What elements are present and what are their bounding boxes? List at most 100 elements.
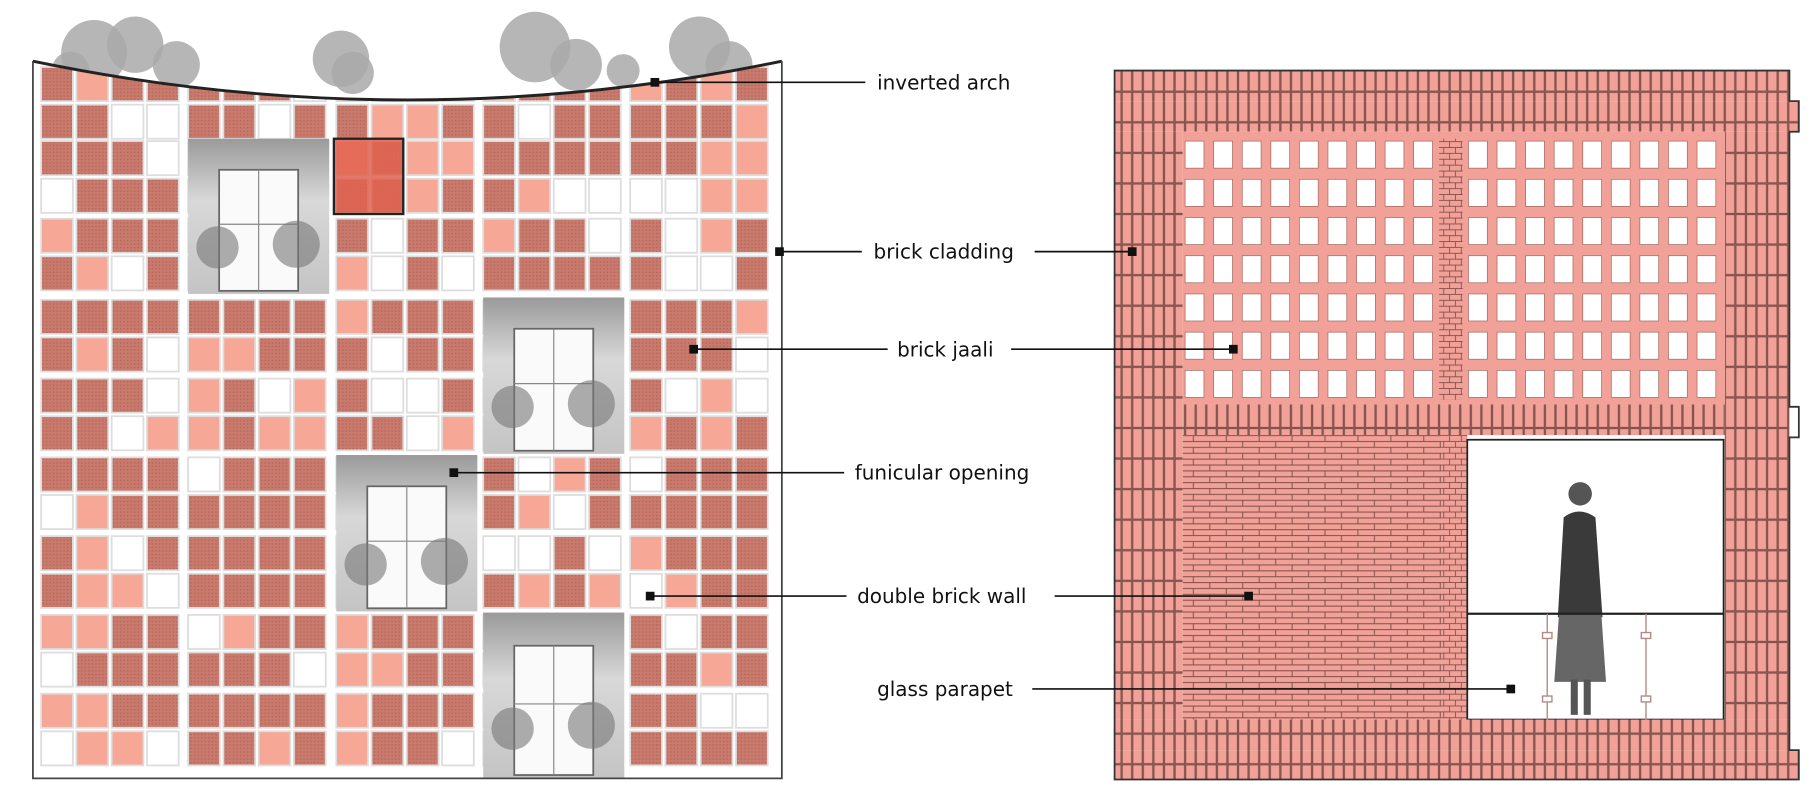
facade-panel — [552, 177, 587, 214]
jaali-opening — [1241, 255, 1262, 284]
jaali-opening — [1270, 370, 1290, 398]
facade-panel — [517, 177, 552, 214]
facade-panel — [370, 66, 405, 103]
facade-panel — [664, 336, 699, 373]
jaali-opening — [1468, 293, 1488, 322]
facade-panel — [735, 494, 769, 530]
facade-panel — [257, 572, 292, 609]
facade-panel — [110, 217, 145, 254]
right-wall-elevation — [1113, 69, 1800, 781]
facade-panel — [187, 336, 221, 373]
facade-panel — [699, 730, 734, 767]
facade-outline — [32, 61, 783, 780]
facade-panel — [405, 692, 440, 729]
facade-panel — [629, 377, 663, 414]
facade-panel — [735, 336, 769, 373]
jaali-opening — [1299, 293, 1319, 322]
jaali-opening — [1696, 178, 1717, 207]
facade-panel — [588, 494, 622, 530]
facade-panel — [405, 66, 440, 103]
jaali-opening — [1327, 217, 1348, 245]
facade-panel — [664, 572, 699, 609]
jaali-opening — [1184, 293, 1205, 322]
facade-panel — [664, 217, 699, 254]
facade-panel — [110, 415, 145, 452]
facade-panel — [40, 456, 74, 493]
jaali-opening — [1696, 331, 1717, 360]
facade-panel — [110, 730, 145, 767]
facade-panel — [441, 377, 475, 414]
tree-canopy — [491, 385, 534, 429]
facade-panel — [335, 730, 369, 767]
jaali-opening — [1299, 331, 1319, 360]
facade-panel — [110, 377, 145, 414]
jaali-opening — [1582, 370, 1602, 398]
facade-panel — [293, 535, 327, 572]
jaali-opening — [1241, 370, 1262, 398]
facade-panel — [735, 217, 769, 254]
facade-panel — [293, 456, 327, 493]
facade-panel — [335, 377, 369, 414]
facade-panel — [40, 140, 74, 177]
jaali-opening — [1413, 140, 1433, 169]
jaali-opening — [1582, 217, 1602, 245]
jaali-opening — [1270, 140, 1290, 169]
facade-panel — [222, 494, 257, 530]
facade-panel — [110, 614, 145, 650]
jaali-opening — [1213, 140, 1233, 169]
facade-panel — [664, 255, 699, 292]
facade-panel — [699, 415, 734, 452]
tree-canopy — [106, 16, 164, 73]
highlighted-panel — [332, 137, 405, 216]
jaali-opening — [1241, 178, 1262, 207]
jaali-opening — [1525, 255, 1545, 284]
jaali-opening — [1525, 178, 1545, 207]
label-brick-jaali: brick jaali — [897, 337, 993, 361]
facade-panel — [40, 535, 74, 572]
facade-panel — [257, 456, 292, 493]
facade-panel — [405, 336, 440, 373]
facade-panel — [187, 692, 221, 729]
facade-panel — [482, 255, 516, 292]
facade-panel — [293, 692, 327, 729]
facade-panel — [664, 692, 699, 729]
facade-panel — [335, 614, 369, 650]
jaali-opening — [1639, 217, 1660, 245]
jaali-opening — [1610, 370, 1631, 398]
facade-panel — [293, 572, 327, 609]
facade-panel — [664, 415, 699, 452]
facade-panel — [482, 535, 516, 572]
facade-panel — [40, 415, 74, 452]
facade-panel — [187, 377, 221, 414]
facade-panel — [146, 456, 180, 493]
facade-panel — [222, 336, 257, 373]
double-brick-wall — [1182, 435, 1442, 720]
facade-panel — [146, 140, 180, 177]
facade-panel — [629, 614, 663, 650]
facade-panel — [735, 535, 769, 572]
facade-panel — [588, 177, 622, 214]
facade-panel — [222, 730, 257, 767]
facade-panel — [735, 692, 769, 729]
facade-panel — [664, 456, 699, 493]
jaali-opening — [1582, 255, 1602, 284]
facade-panel — [257, 692, 292, 729]
brick-jaali-openings — [1184, 140, 1717, 398]
facade-panel — [735, 140, 769, 177]
jaali-opening — [1299, 178, 1319, 207]
facade-panel — [482, 177, 516, 214]
facade-panel — [335, 298, 369, 335]
facade-panel — [517, 456, 552, 493]
facade-panel — [187, 535, 221, 572]
facade-panel — [735, 177, 769, 214]
tree-canopy — [491, 707, 534, 750]
jaali-opening — [1184, 178, 1205, 207]
facade-panel — [75, 572, 110, 609]
jaali-opening — [1610, 293, 1631, 322]
facade-panel — [257, 614, 292, 650]
jaali-opening — [1213, 370, 1233, 398]
label-funicular-opening: funicular opening — [855, 461, 1030, 485]
facade-panel — [552, 140, 587, 177]
jaali-opening — [1384, 140, 1405, 169]
jaali-opening — [1468, 331, 1488, 360]
